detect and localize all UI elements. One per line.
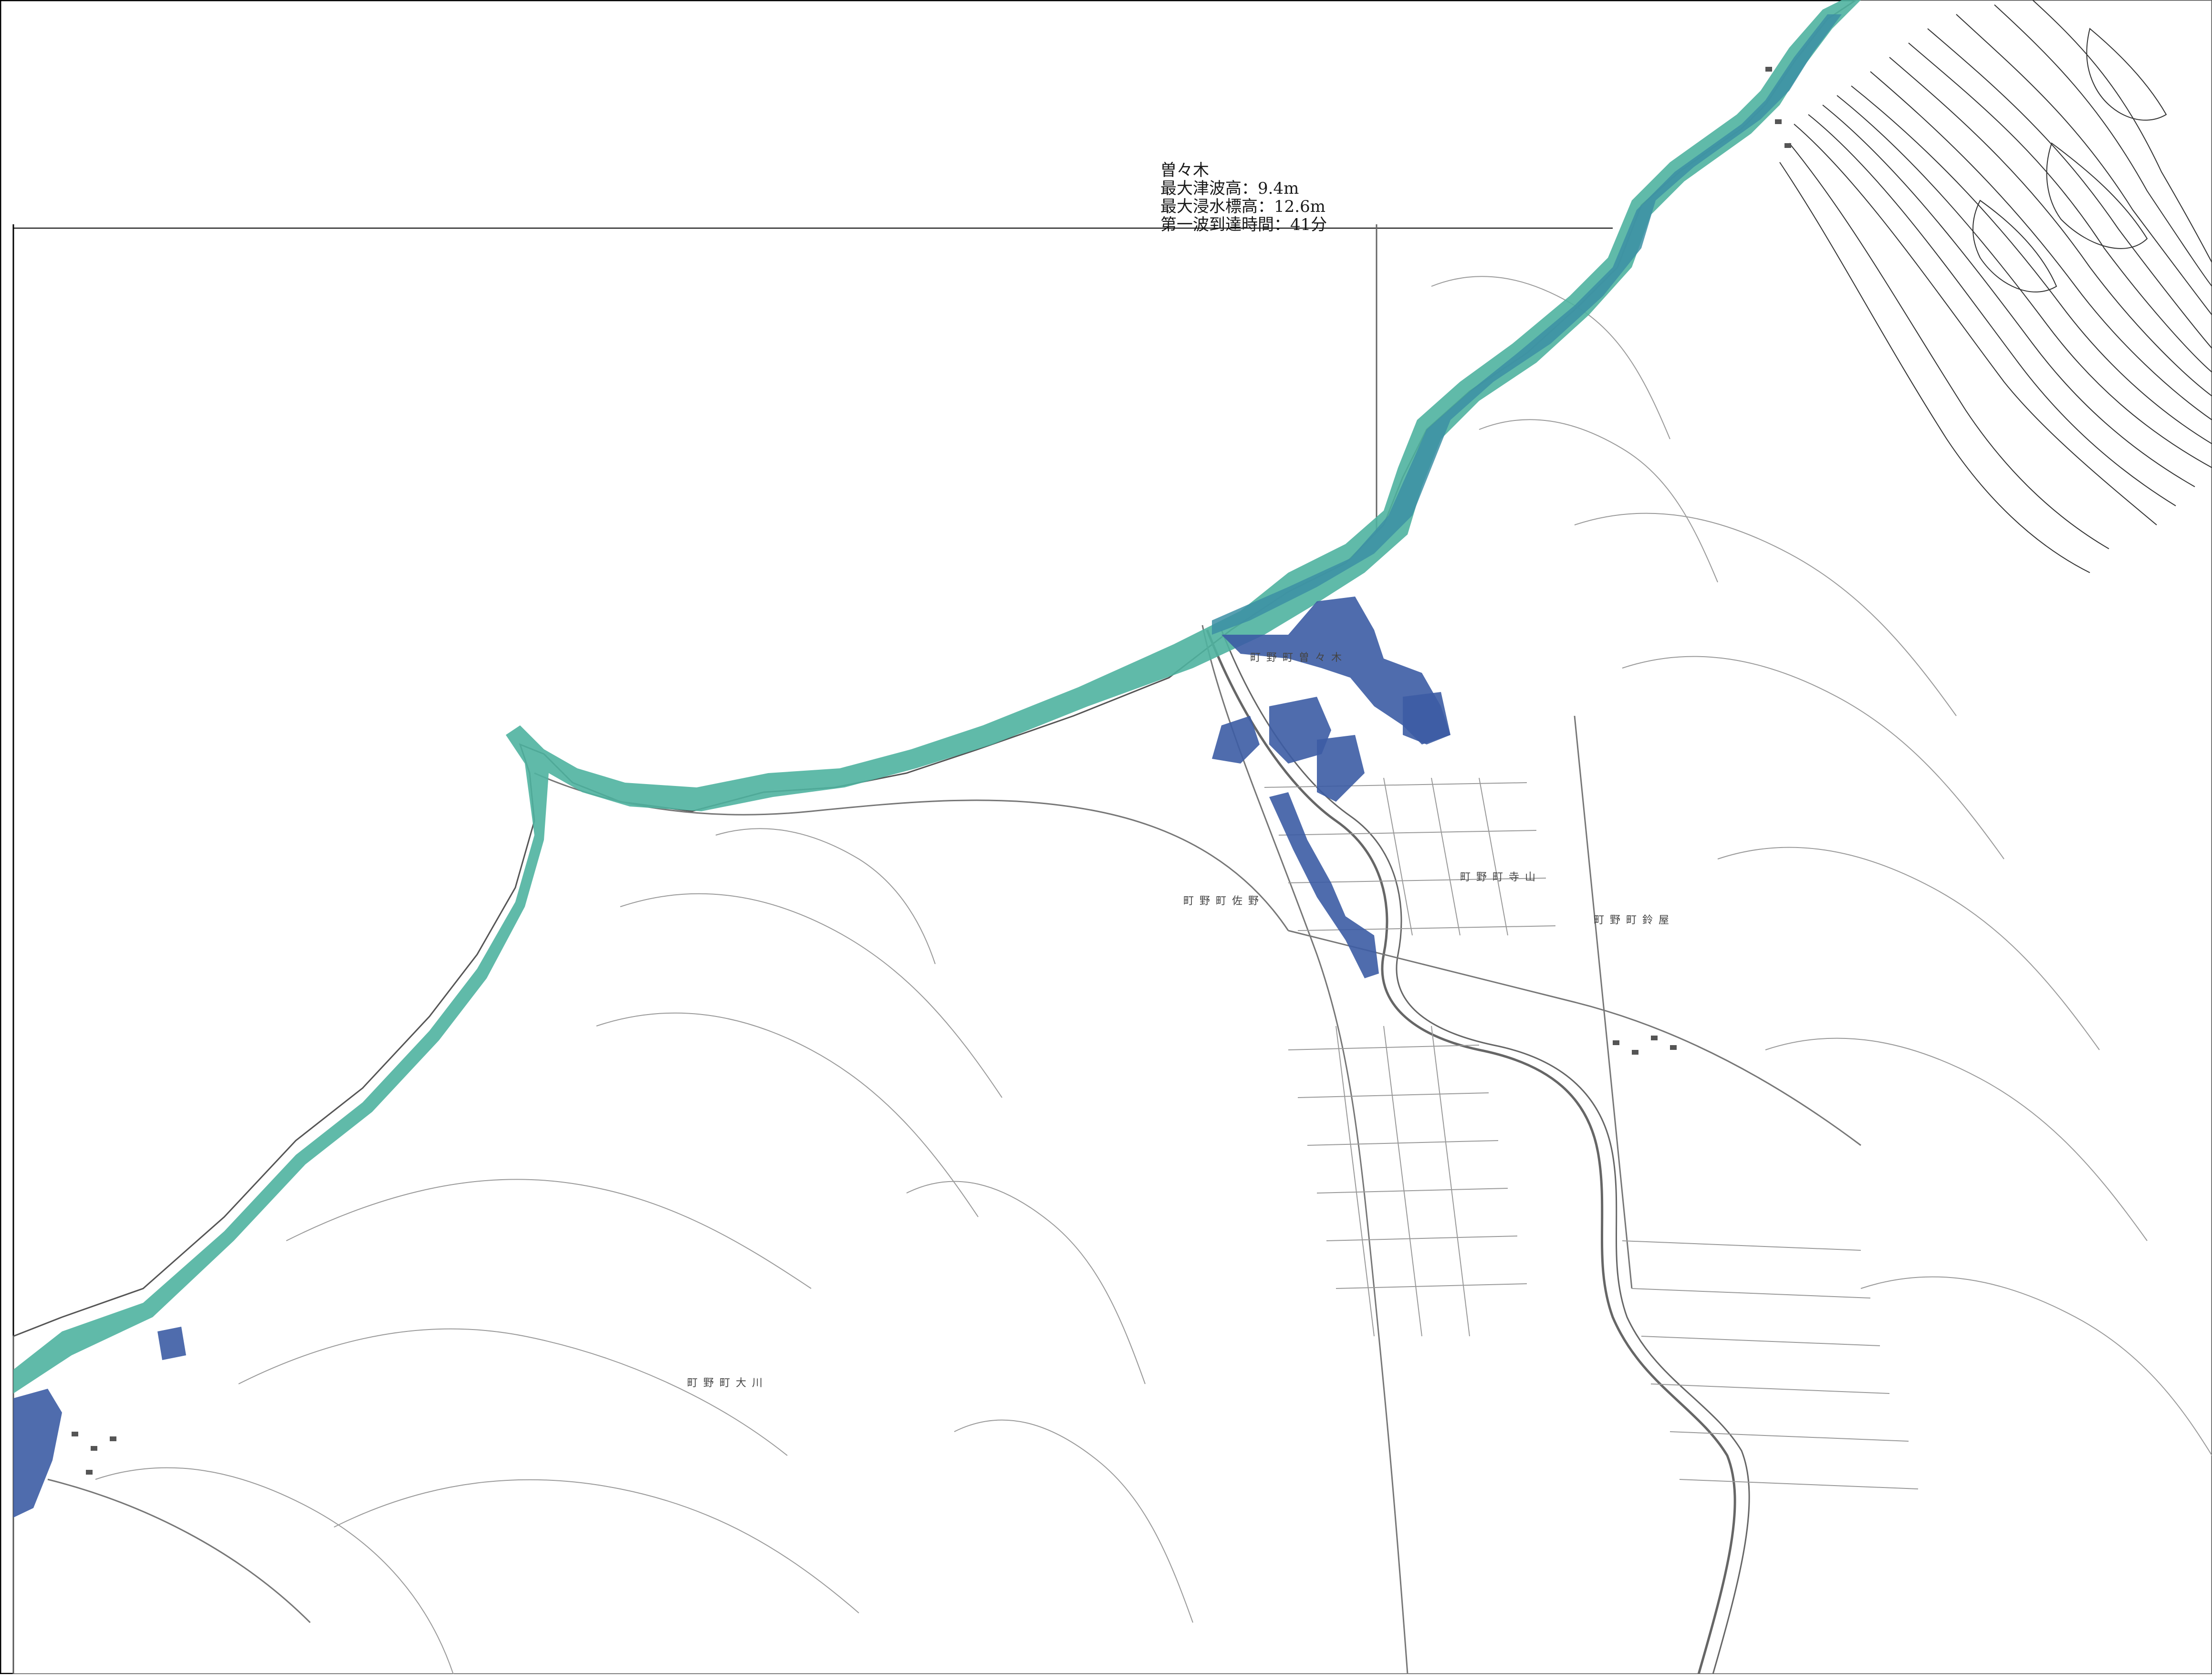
place-label-okawa: 町野町大川	[687, 1377, 769, 1389]
inundation-deep-patches	[13, 597, 1450, 1518]
contour-lines-general	[95, 276, 2212, 1675]
roads	[47, 625, 1861, 1675]
river	[1206, 629, 1736, 1675]
place-label-terayama: 町野町寺山	[1460, 871, 1542, 883]
place-label-sano: 町野町佐野	[1183, 895, 1265, 907]
tsunami-info-box: 曽々木 最大津波高：9.4m 最大浸水標高：12.6m 第一波到達時間：41分	[1160, 161, 1327, 234]
contour-lines-northeast	[1779, 0, 2212, 573]
settlement-symbols	[72, 67, 1791, 1475]
place-label-suzuya: 町野町鈴屋	[1594, 914, 1675, 926]
land-area	[12, 0, 2212, 1675]
max-tsunami-height: 最大津波高：9.4m	[1160, 179, 1299, 198]
place-label-sosogi: 町野町曽々木	[1250, 652, 1348, 664]
max-inundation-elevation: 最大浸水標高：12.6m	[1160, 197, 1325, 216]
inundation-coastal-mid	[1212, 14, 1842, 635]
river-bank	[1221, 629, 1750, 1675]
first-wave-arrival-time: 第一波到達時間：41分	[1160, 215, 1327, 234]
field-grid	[1264, 777, 1919, 1489]
location-name: 曽々木	[1160, 161, 1209, 180]
